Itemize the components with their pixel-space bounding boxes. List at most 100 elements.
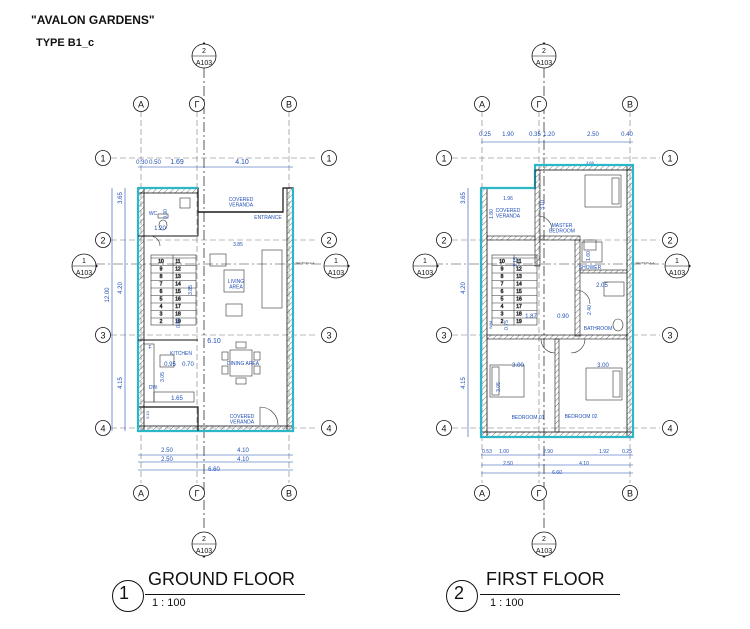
section-marker-bot-g-num: 2 [202, 536, 206, 543]
stair-number: 17 [516, 304, 522, 310]
first-dimension-lines [467, 141, 633, 474]
stair-number: 9 [160, 267, 163, 273]
stair-number: 6 [501, 289, 504, 295]
stair-number: 14 [175, 282, 181, 288]
dim-g-095: 0.95 [164, 362, 176, 368]
label-entrance: ENTRANCE [254, 215, 282, 221]
grid-col-2-bot-f [622, 485, 638, 501]
grid-row-1-r-g-label: 2 [326, 236, 331, 246]
dim-g-165: 1.65 [171, 396, 183, 402]
first-beds [489, 174, 623, 401]
stair-number: 10 [499, 259, 505, 265]
grid-row-2-l-g-label: 3 [100, 331, 105, 341]
grid-col-1-top-f [531, 96, 547, 112]
dim-f-left1: 3.65 [461, 192, 467, 204]
stair-number: 14 [516, 282, 522, 288]
stair-number: 18 [516, 312, 522, 318]
stair-number: 13 [175, 274, 181, 280]
stair-number: 5 [501, 297, 504, 303]
grid-col-1-top-g [189, 96, 205, 112]
bath-fixtures [581, 239, 625, 332]
stair-number: 17 [175, 304, 181, 310]
stair-number: 8 [501, 274, 504, 280]
grid-row-3-r-g-label: 4 [326, 424, 331, 434]
dim-g-top3: 1.69 [170, 159, 184, 166]
section-label-f: SECTION A-A [635, 261, 654, 265]
first-walls [479, 163, 635, 439]
dim-g-bot2: 4.10 [237, 448, 249, 454]
side-marker-left-g-num: 1 [82, 258, 86, 265]
dim-f-bot6: 2.50 [503, 461, 513, 467]
dim-g-120: 1.20 [154, 226, 166, 232]
label-dw: DW [149, 385, 158, 391]
stair-number: 12 [175, 267, 181, 273]
dim-g-top4: 4.10 [235, 159, 249, 166]
grid-col-0-bot-f-label: Α [479, 489, 485, 499]
side-marker-left-f-sheet: A103 [417, 270, 433, 277]
section-marker-top-g-num: 2 [202, 48, 206, 55]
grid-row-3-l-g [95, 420, 111, 436]
unit-type: TYPE B1_c [36, 37, 95, 49]
grid-col-1-bot-f [531, 485, 547, 501]
side-marker-right-g-num: 1 [334, 258, 338, 265]
grid-col-1-bot-g [189, 485, 205, 501]
dim-g-left3: 4.15 [118, 377, 124, 389]
dim-f-180: 1.80 [489, 209, 495, 219]
dim-g-top2: 0.50 [149, 160, 161, 166]
first-title-bubble [446, 580, 478, 612]
grid-row-0-r-f [662, 150, 678, 166]
dim-f-top2: 1.90 [502, 132, 514, 138]
dining-furniture [221, 341, 261, 385]
first-title-number: 2 [454, 583, 465, 603]
dim-f-300: 3.00 [512, 363, 524, 369]
dim-g-385: 3.85 [233, 242, 243, 248]
dim-f-240: 2.40 [587, 305, 593, 315]
grid-row-0-r-g-label: 1 [326, 154, 331, 164]
stair-number: 3 [501, 312, 504, 318]
dim-f-305: 3.05 [496, 382, 502, 392]
dim-f-365: 3.65 [586, 160, 595, 165]
grid-row-0-r-f-label: 1 [667, 154, 672, 164]
side-marker-left-f-num: 1 [423, 258, 427, 265]
grid-row-1-l-f-label: 2 [441, 236, 446, 246]
dim-f-top1: 0.25 [479, 132, 491, 138]
ground-walls [136, 186, 295, 433]
dim-g-left1: 3.65 [118, 192, 124, 204]
grid-col-0-bot-g [133, 485, 149, 501]
dim-f-top5: 2.50 [587, 132, 599, 138]
kitchen-counter [143, 343, 195, 403]
grid-row-3-r-g [321, 420, 337, 436]
dim-f-090: 0.90 [557, 314, 569, 320]
grid-row-1-l-g-label: 2 [100, 236, 105, 246]
stair-number: 16 [516, 297, 522, 303]
grid-row-3-l-g-label: 4 [100, 424, 105, 434]
side-marker-right-g-sheet: A103 [328, 270, 344, 277]
grid-row-2-l-f-label: 3 [441, 331, 446, 341]
side-marker-left-g-sheet: A103 [76, 270, 92, 277]
stair-number: 10 [158, 259, 164, 265]
dim-f-bot7: 4.10 [579, 461, 589, 467]
ground-dimension-lines [111, 166, 293, 471]
stair-number: 16 [175, 297, 181, 303]
grid-row-2-r-f-label: 3 [667, 331, 672, 341]
dim-f-left3: 4.15 [461, 377, 467, 389]
dim-g-bot3: 2.50 [161, 457, 173, 463]
stair-number: 3 [160, 312, 163, 318]
dim-f-left2: 4.20 [461, 282, 467, 294]
section-marker-bot-f-sheet: A103 [536, 548, 552, 555]
ground-doors [149, 235, 279, 426]
dim-g-bot1: 2.50 [161, 448, 173, 454]
stair-number: 12 [516, 267, 522, 273]
section-marker-bot-f-num: 2 [542, 536, 546, 543]
